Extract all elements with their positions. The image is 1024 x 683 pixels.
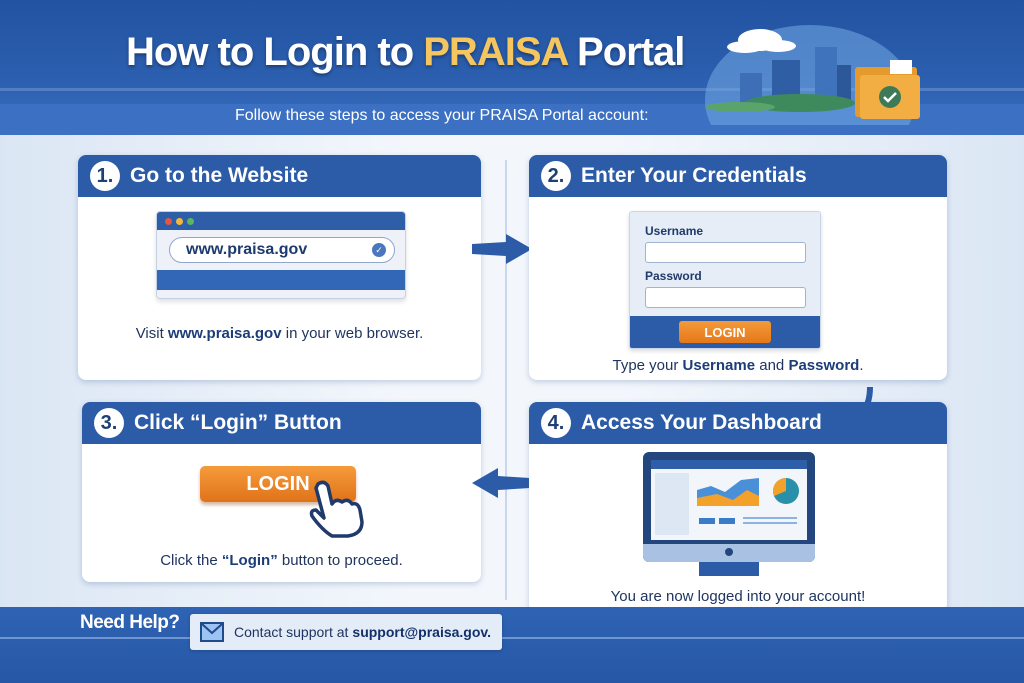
username-label: Username [645, 224, 704, 238]
step-1-card: 1. Go to the Website www.praisa.gov ✓ Vi… [78, 155, 481, 380]
step-number: 1. [90, 161, 120, 191]
step-title: Enter Your Credentials [581, 164, 807, 187]
pie-chart-icon [773, 478, 799, 504]
browser-illustration: www.praisa.gov ✓ [156, 211, 406, 299]
area-chart-icon [697, 478, 759, 506]
step-title: Go to the Website [130, 164, 309, 187]
header-divider [0, 88, 1024, 91]
password-label: Password [645, 269, 702, 283]
step-title: Click “Login” Button [134, 411, 342, 434]
footer [0, 607, 1024, 683]
contact-support-box: Contact support at support@praisa.gov. [190, 614, 502, 650]
login-form-illustration: Username Password LOGIN [629, 211, 821, 349]
check-icon [883, 92, 897, 103]
step-caption: Visit www.praisa.gov in your web browser… [135, 325, 424, 342]
username-field[interactable] [645, 242, 806, 263]
title-accent: PRAISA [423, 30, 568, 74]
support-email-link[interactable]: support@praisa.gov. [352, 624, 492, 640]
step-1-header: 1. Go to the Website [78, 155, 481, 197]
step-number: 4. [541, 408, 571, 438]
step-number: 2. [541, 161, 571, 191]
password-field[interactable] [645, 287, 806, 308]
need-help-label: Need Help? [80, 612, 180, 633]
footer-divider [0, 637, 1024, 639]
cloud-icon [727, 29, 796, 53]
dashboard-screen [651, 460, 807, 540]
step-caption: Click the “Login” button to proceed. [160, 552, 403, 569]
hand-pointer-icon [309, 480, 364, 538]
step-title: Access Your Dashboard [581, 411, 822, 434]
folder-icon [855, 60, 920, 119]
monitor-stand [699, 562, 759, 576]
city-folder-illustration [705, 25, 920, 125]
step-2-header: 2. Enter Your Credentials [529, 155, 947, 197]
step-3-card: 3. Click “Login” Button LOGIN Click the … [82, 402, 481, 582]
page-subtitle: Follow these steps to access your PRAISA… [235, 107, 649, 124]
step-4-header: 4. Access Your Dashboard [529, 402, 947, 444]
arrow-right-icon [472, 234, 532, 264]
arrow-left-icon [472, 468, 530, 498]
monitor-icon [643, 452, 815, 562]
step-3-header: 3. Click “Login” Button [82, 402, 481, 444]
form-login-button[interactable]: LOGIN [679, 321, 771, 343]
center-divider [505, 160, 507, 600]
step-caption: Type your Username and Password. [612, 357, 864, 374]
step-4-card: 4. Access Your Dashboard You are now log… [529, 402, 947, 612]
website-link[interactable]: www.praisa.gov [167, 325, 282, 342]
page-title: How to Login to PRAISA Portal [126, 30, 685, 74]
step-number: 3. [94, 408, 124, 438]
url-bar: www.praisa.gov ✓ [169, 237, 395, 263]
check-icon: ✓ [372, 243, 386, 257]
mail-icon [200, 622, 224, 642]
step-2-card: 2. Enter Your Credentials Username Passw… [529, 155, 947, 380]
step-caption: You are now logged into your account! [610, 588, 866, 605]
